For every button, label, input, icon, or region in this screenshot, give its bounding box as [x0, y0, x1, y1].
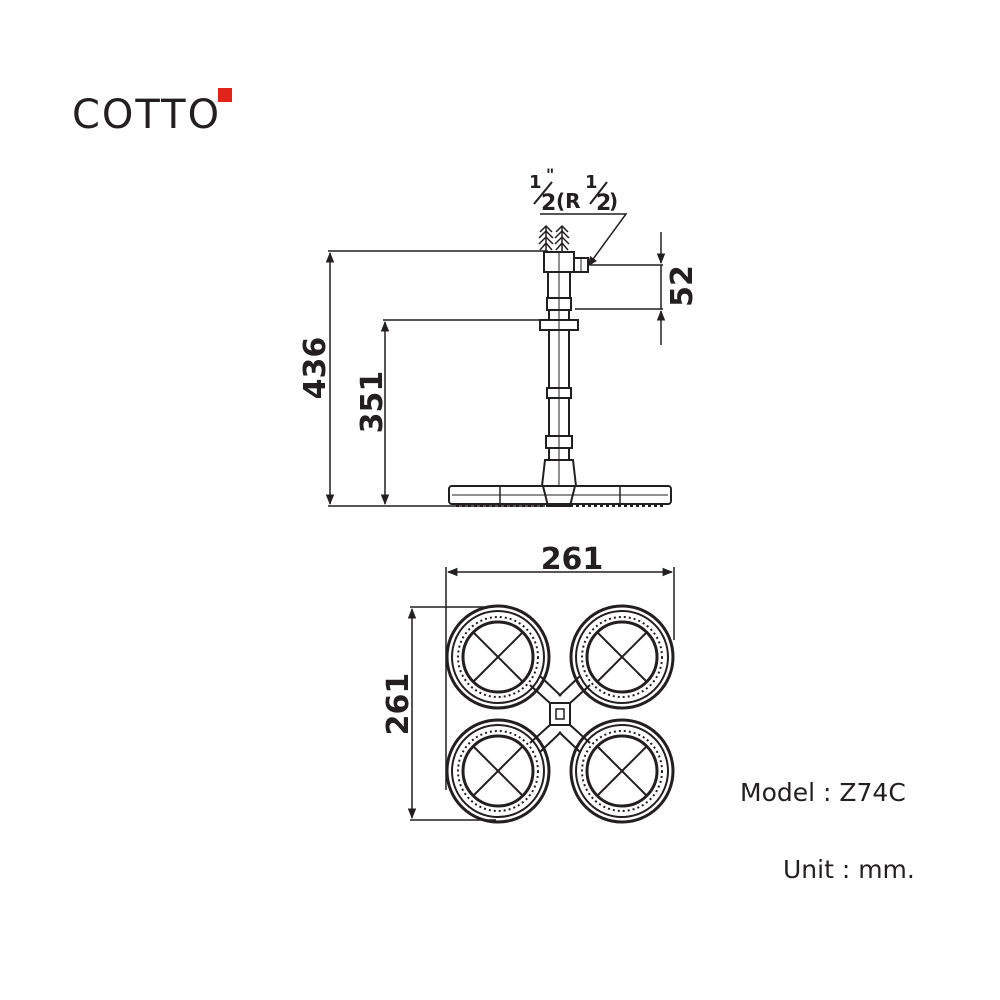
thread-fittings: [538, 224, 570, 252]
spray-head-top-right: [569, 604, 675, 710]
unit-label: Unit : mm.: [783, 855, 915, 884]
top-view-labels: 261 261: [381, 542, 603, 735]
dim-text-351: 351: [355, 371, 390, 434]
dim-text-261-width: 261: [541, 542, 604, 577]
thread-label-paren-close: ): [609, 189, 618, 213]
model-label: Model : Z74C: [740, 778, 906, 807]
thread-label-mark: ": [546, 165, 554, 184]
shower-plate: [448, 485, 672, 507]
thread-label-paren-num: 1: [585, 172, 598, 193]
spray-head-top-left: [445, 604, 551, 710]
top-view: [407, 567, 675, 824]
riser-pipe: [539, 251, 589, 487]
thread-label-den: 2: [541, 191, 556, 216]
thread-label-paren-den: 2: [596, 191, 611, 216]
thread-label-num: 1: [529, 172, 542, 193]
thread-leader: [540, 213, 628, 267]
side-view: [325, 213, 672, 507]
dim-text-52: 52: [665, 265, 700, 307]
brand-logo-text: COTTO: [72, 92, 222, 138]
spray-head-bottom-left: [445, 718, 551, 824]
dim-text-261-depth: 261: [381, 673, 416, 736]
spray-head-bottom-right: [569, 718, 675, 824]
thread-label-paren-open: (R: [556, 189, 581, 213]
dim-text-436: 436: [298, 337, 333, 400]
side-view-labels: 1 " 2 (R 1 2 ) 436 351 52: [298, 165, 700, 433]
brand-logo-mark: [218, 88, 232, 102]
